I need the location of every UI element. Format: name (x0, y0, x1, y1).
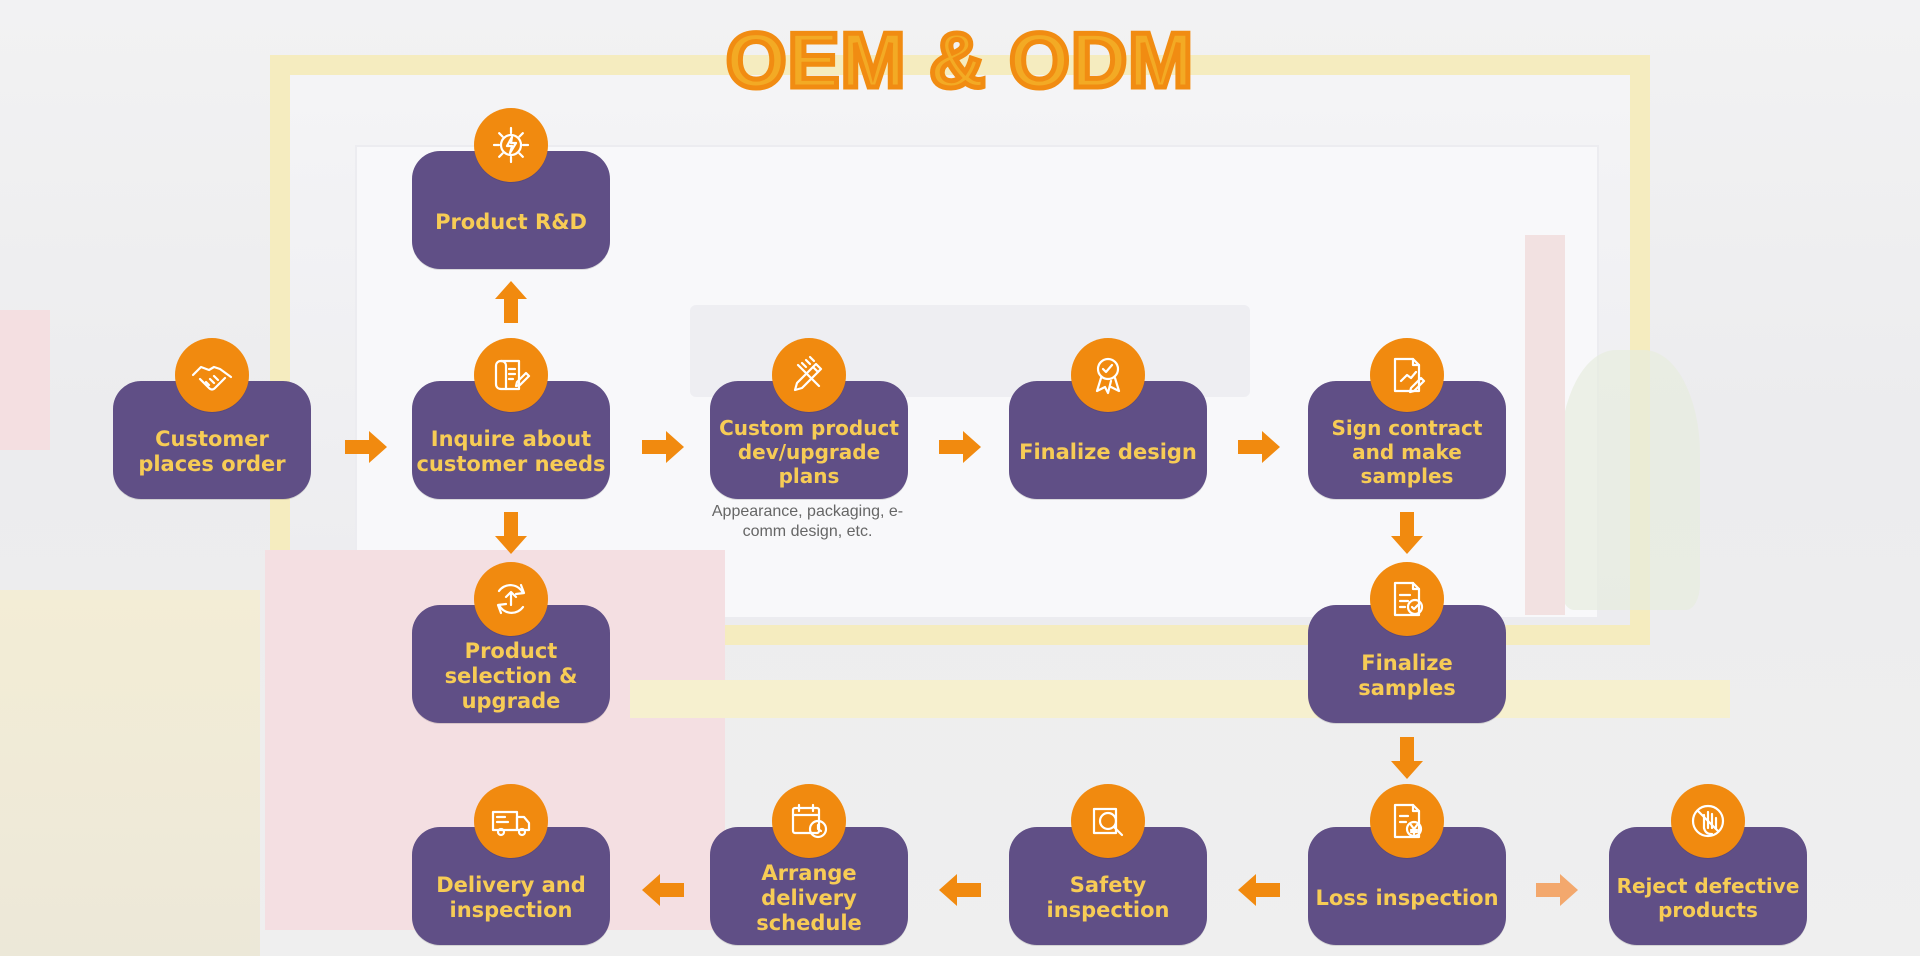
magnifier-icon (1071, 784, 1145, 858)
arrow-up-to-product-rd (486, 277, 536, 327)
node-label: Finalize samples (1358, 651, 1456, 700)
node-sign-contract-samples: Sign contract and make samples (1308, 338, 1506, 499)
background-yellow-strip (630, 680, 1730, 718)
node-finalize-samples: Finalize samples (1308, 562, 1506, 723)
arrow-down-to-product-selection (486, 508, 536, 558)
node-inquire-customer-needs: Inquire about customer needs (412, 338, 610, 499)
node-product-rd: Product R&D (412, 108, 610, 269)
arrow-right-custom-to-design (935, 422, 985, 472)
badge-check-icon (1071, 338, 1145, 412)
gear-lightning-icon (474, 108, 548, 182)
upload-refresh-icon (474, 562, 548, 636)
node-label: Product R&D (435, 209, 587, 234)
arrow-left-to-delivery-inspection (638, 865, 688, 915)
background-flag (1525, 235, 1565, 615)
arrow-right-order-to-inquire (341, 422, 391, 472)
hand-stop-icon (1671, 784, 1745, 858)
background-machine (0, 590, 260, 956)
arrow-right-design-to-contract (1234, 422, 1284, 472)
pencil-ruler-icon (772, 338, 846, 412)
arrow-left-to-arrange-delivery (935, 865, 985, 915)
document-pen-icon (1370, 338, 1444, 412)
node-reject-defective-products: Reject defective products (1609, 784, 1807, 945)
background-plant (1560, 350, 1700, 610)
node-label: Safety inspection (1046, 873, 1170, 922)
node-label: Finalize design (1019, 439, 1197, 464)
arrow-down-to-loss-inspection (1382, 733, 1432, 783)
node-customer-places-order: Customer places order (113, 338, 311, 499)
node-label: Delivery and inspection (436, 873, 586, 922)
document-check-icon (1370, 562, 1444, 636)
document-yen-icon (1370, 784, 1444, 858)
node-label: Inquire about customer needs (416, 427, 606, 476)
node-finalize-design: Finalize design (1009, 338, 1207, 499)
arrow-right-inquire-to-custom (638, 422, 688, 472)
arrow-right-to-reject-defective (1532, 865, 1582, 915)
node-custom-product-plans: Custom product dev/upgrade plans (710, 338, 908, 499)
truck-icon (474, 784, 548, 858)
calendar-clock-icon (772, 784, 846, 858)
node-label: Sign contract and make samples (1331, 416, 1483, 488)
node-label: Loss inspection (1315, 885, 1499, 910)
node-product-selection-upgrade: Product selection & upgrade (412, 562, 610, 723)
background-red-banner (0, 310, 50, 450)
scroll-pencil-icon (474, 338, 548, 412)
node-arrange-delivery-schedule: Arrange delivery schedule (710, 784, 908, 945)
node-label: Customer places order (138, 427, 286, 476)
node-label: Custom product dev/upgrade plans (719, 416, 899, 488)
custom-plans-annotation: Appearance, packaging, e-comm design, et… (711, 503, 904, 540)
page-title: OEM & ODM (723, 16, 1195, 105)
arrow-down-to-finalize-samples (1382, 508, 1432, 558)
handshake-icon (175, 338, 249, 412)
node-delivery-and-inspection: Delivery and inspection (412, 784, 610, 945)
arrow-left-to-safety-inspection (1234, 865, 1284, 915)
node-label: Reject defective products (1616, 874, 1800, 922)
node-safety-inspection: Safety inspection (1009, 784, 1207, 945)
node-label: Product selection & upgrade (444, 638, 578, 713)
node-label: Arrange delivery schedule (756, 860, 862, 935)
node-loss-inspection: Loss inspection (1308, 784, 1506, 945)
